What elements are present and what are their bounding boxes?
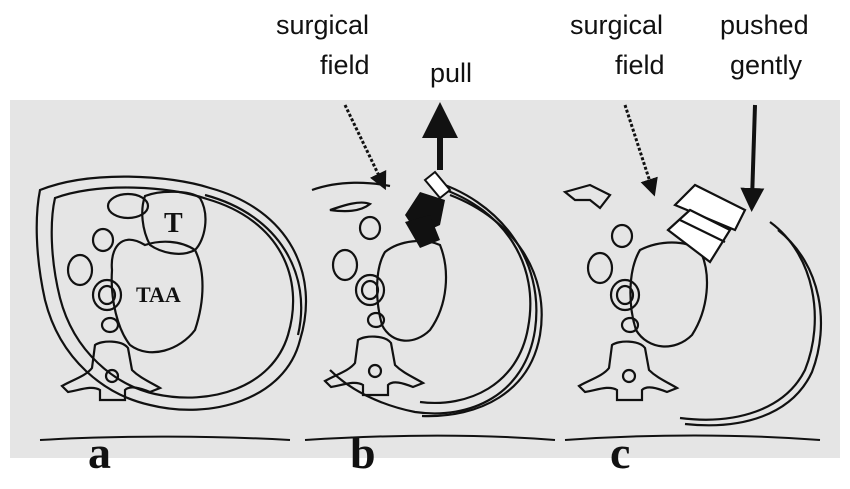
taa-label: TAA xyxy=(136,282,181,307)
pushed-label: pushed xyxy=(720,12,809,39)
field-label-b: field xyxy=(320,52,370,79)
field-label-c: field xyxy=(615,52,665,79)
pull-label: pull xyxy=(430,60,472,87)
t-label: T xyxy=(164,208,183,239)
gently-label: gently xyxy=(730,52,802,79)
panel-letter-c: c xyxy=(610,430,630,476)
gray-background-panel xyxy=(10,100,840,458)
panel-letter-a: a xyxy=(88,430,111,476)
surgical-label-b: surgical xyxy=(276,12,369,39)
surgical-label-c: surgical xyxy=(570,12,663,39)
panel-letter-b: b xyxy=(350,430,376,476)
